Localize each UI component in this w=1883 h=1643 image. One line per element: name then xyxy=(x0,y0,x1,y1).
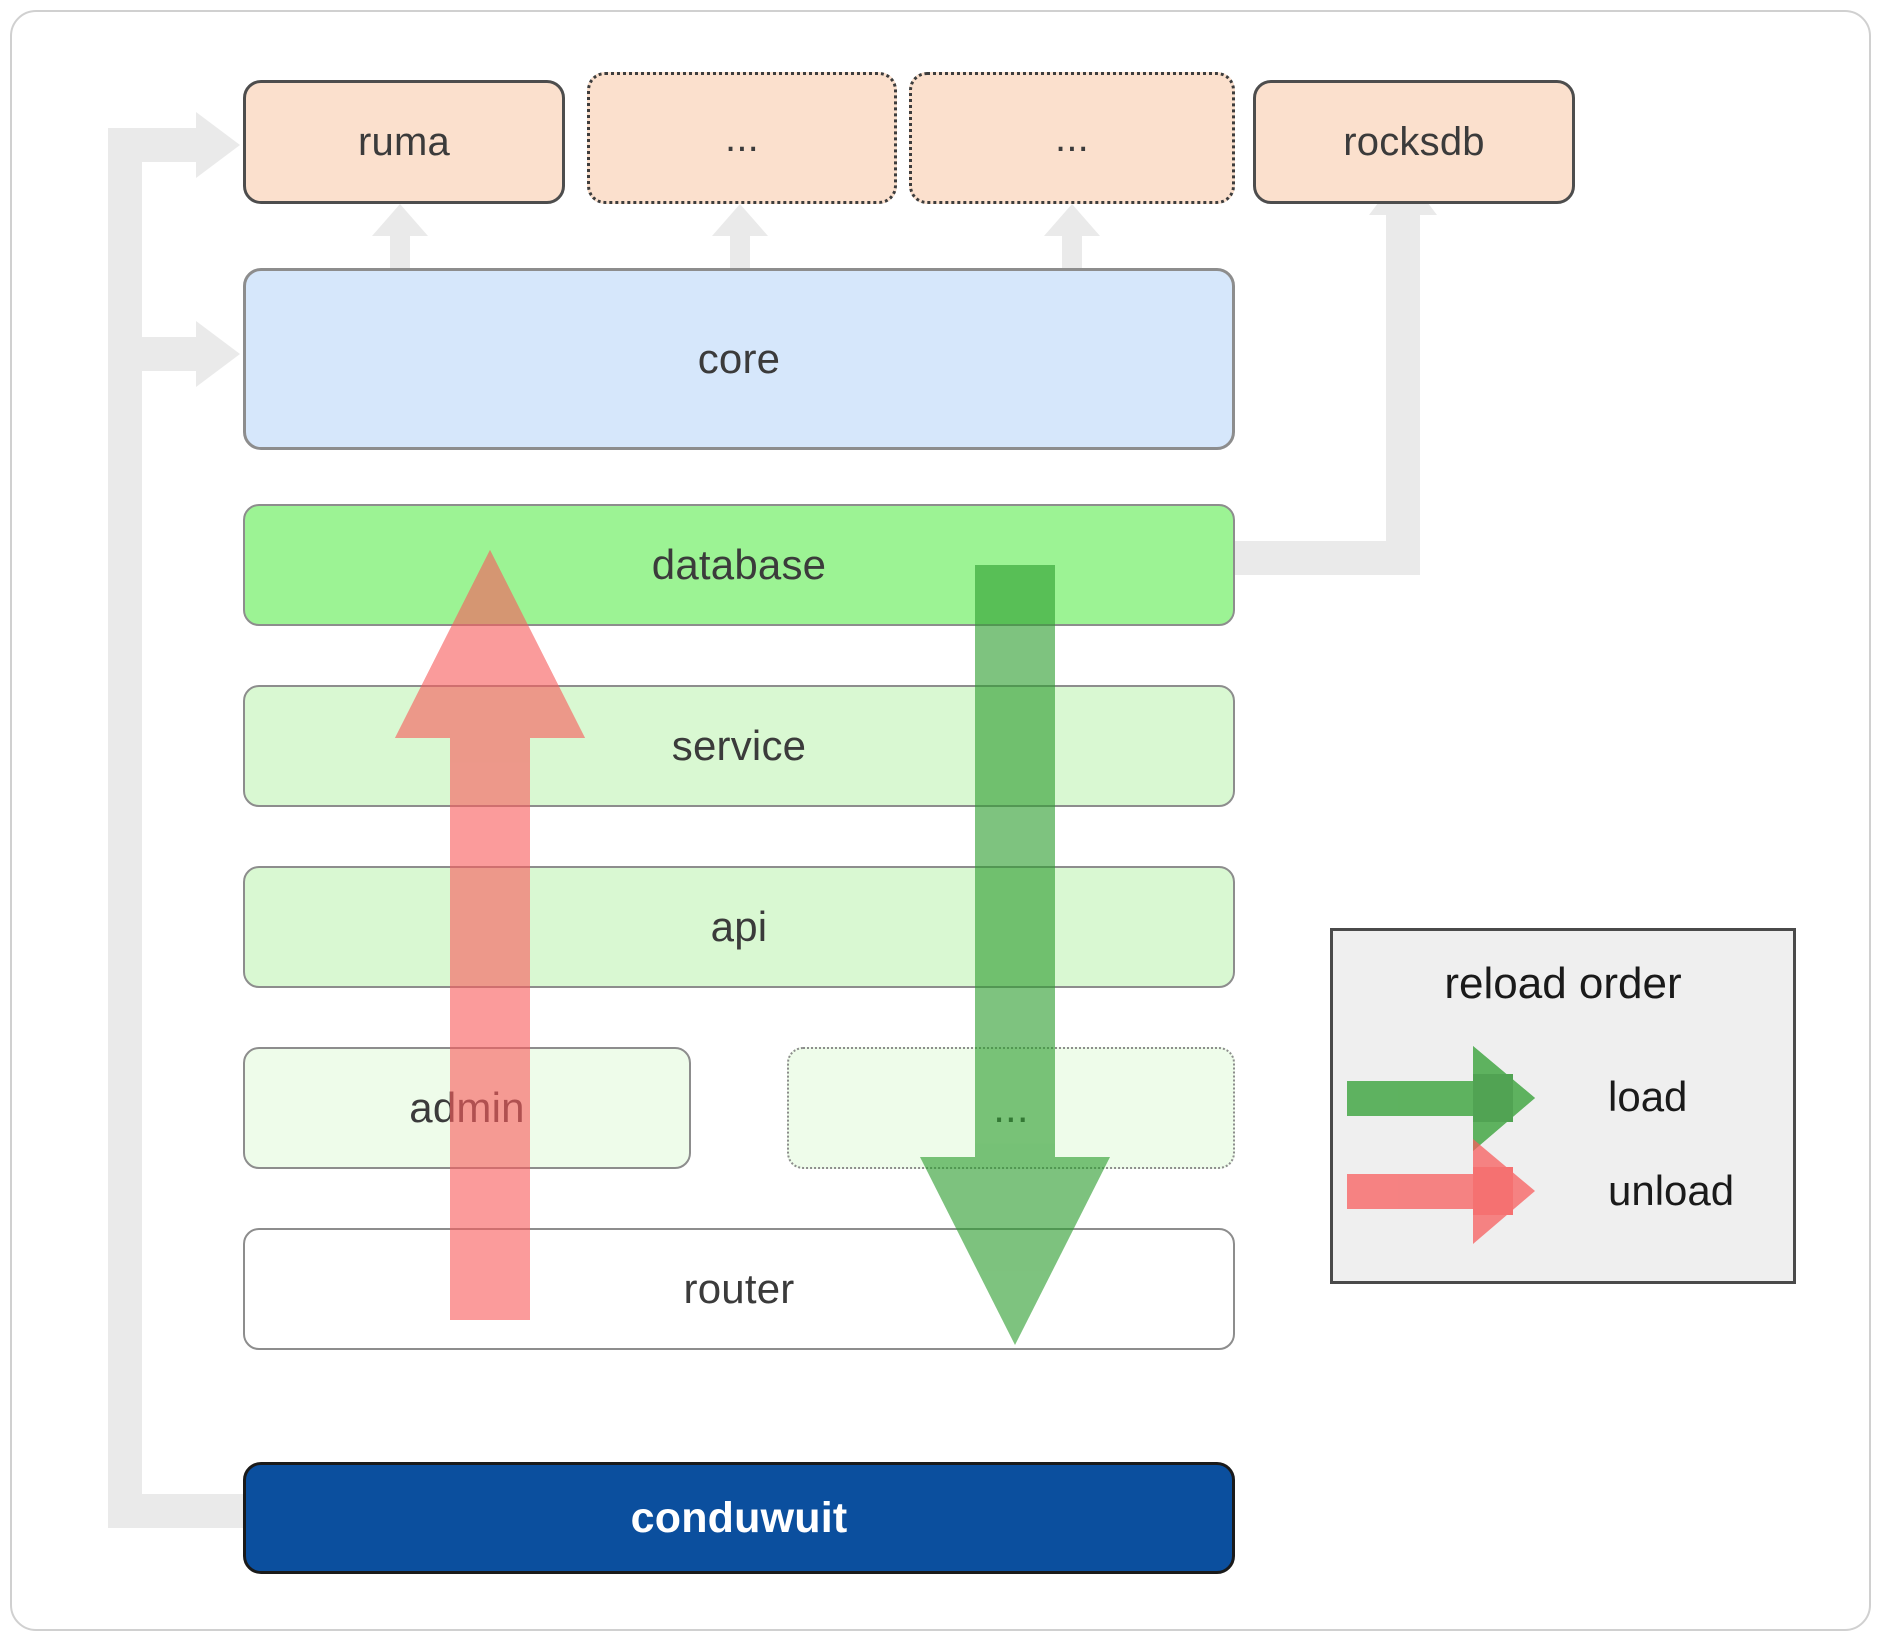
node-more[interactable]: ... xyxy=(787,1047,1235,1169)
node-core[interactable]: core xyxy=(243,268,1235,450)
node-api[interactable]: api xyxy=(243,866,1235,988)
node-admin[interactable]: admin xyxy=(243,1047,691,1169)
legend-arrow-swatches xyxy=(1347,1046,1535,1244)
node-core-label: core xyxy=(697,335,781,382)
legend-title: reload order xyxy=(1444,959,1682,1008)
connector-right-vertical xyxy=(1386,215,1420,575)
node-router[interactable]: router xyxy=(243,1228,1235,1350)
node-conduwuit[interactable]: conduwuit xyxy=(243,1462,1235,1574)
node-rocksdb-label: rocksdb xyxy=(1343,119,1485,164)
node-dep3-label: ... xyxy=(1055,115,1089,160)
legend-load-label: load xyxy=(1608,1073,1688,1120)
node-admin-label: admin xyxy=(409,1084,525,1131)
node-dep3[interactable]: ... xyxy=(909,72,1235,204)
node-service[interactable]: service xyxy=(243,685,1235,807)
node-api-label: api xyxy=(710,903,768,950)
legend-load-arrow xyxy=(1347,1046,1535,1151)
node-more-label: ... xyxy=(993,1084,1029,1131)
node-conduwuit-label: conduwuit xyxy=(630,1493,848,1542)
node-service-label: service xyxy=(671,722,807,769)
node-router-label: router xyxy=(683,1265,795,1312)
node-database[interactable]: database xyxy=(243,504,1235,626)
legend-unload-label: unload xyxy=(1608,1167,1735,1214)
node-dep2-label: ... xyxy=(725,115,759,160)
connector-left-bottom-stub xyxy=(108,1494,248,1528)
connector-left-to-core-stem xyxy=(108,337,208,371)
node-database-label: database xyxy=(651,541,827,588)
node-ruma[interactable]: ruma xyxy=(243,80,565,204)
legend-panel: reload order load unload xyxy=(1330,928,1796,1284)
node-rocksdb[interactable]: rocksdb xyxy=(1253,80,1575,204)
node-ruma-label: ruma xyxy=(358,119,450,164)
diagram-card xyxy=(10,10,1871,1631)
legend-unload-arrow xyxy=(1347,1139,1535,1244)
node-dep2[interactable]: ... xyxy=(587,72,897,204)
connector-left-to-ruma-stem xyxy=(108,128,208,162)
